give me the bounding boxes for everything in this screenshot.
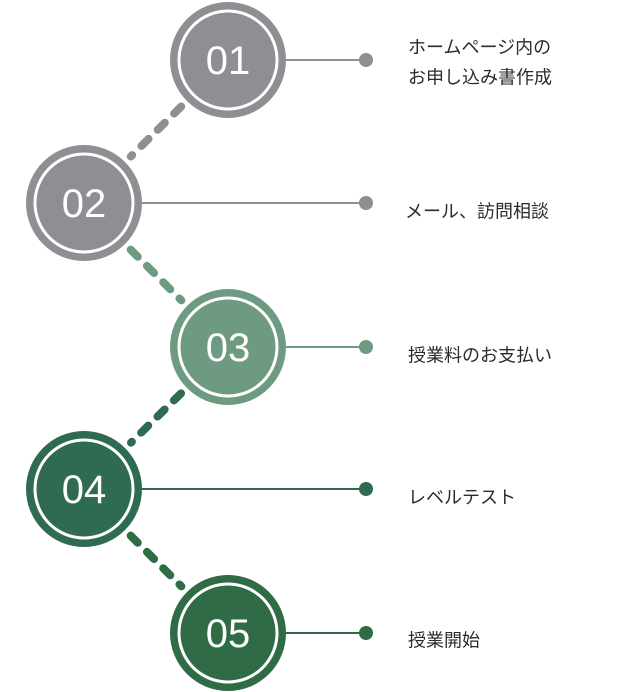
step-number: 04 (62, 468, 107, 512)
connector-layer (126, 102, 186, 591)
step-circle (170, 2, 286, 118)
step-leader-dot (359, 340, 373, 354)
step-number: 03 (206, 326, 251, 370)
step-label-line: お申し込み書作成 (408, 68, 552, 89)
step-02: 02 メール、訪問相談 (26, 145, 549, 261)
step-number: 02 (62, 182, 107, 226)
step-circle (170, 575, 286, 691)
step-03: 03 授業料のお支払い (170, 289, 552, 405)
step-circle-ring (177, 582, 279, 684)
connector-dash-2 (126, 245, 186, 305)
step-label-line: 授業料のお支払い (408, 346, 552, 367)
step-leader-dot (359, 482, 373, 496)
step-number: 01 (206, 39, 251, 83)
step-leader-dot (359, 196, 373, 210)
step-05: 05 授業開始 (170, 575, 480, 691)
connector-dash-4 (126, 531, 186, 591)
step-circle-ring (33, 152, 135, 254)
step-circle (170, 289, 286, 405)
step-circle-ring (177, 296, 279, 398)
step-label-line: メール、訪問相談 (405, 202, 549, 223)
connector-dash-1 (126, 102, 186, 161)
step-circle-ring (177, 9, 279, 111)
step-leader-dot (359, 626, 373, 640)
step-04: 04 レベルテスト (26, 431, 516, 547)
step-leader-dot (359, 53, 373, 67)
step-number: 05 (206, 612, 251, 656)
connector-dash-3 (126, 389, 186, 447)
step-label-line: ホームページ内の (408, 38, 551, 59)
step-circle (26, 145, 142, 261)
step-circle (26, 431, 142, 547)
step-label-line: 授業開始 (408, 631, 480, 652)
step-label-line: レベルテスト (408, 488, 516, 509)
step-circle-ring (33, 438, 135, 540)
